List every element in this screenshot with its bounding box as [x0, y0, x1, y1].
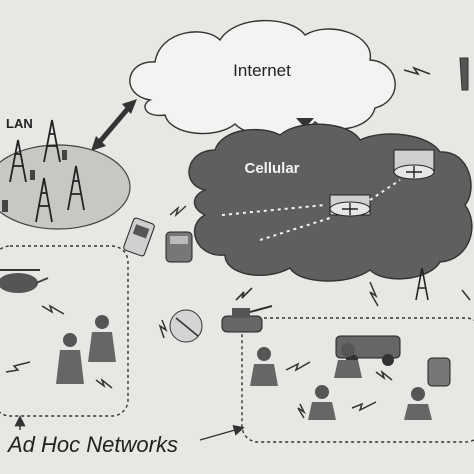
- satellite-dish-icon: [169, 309, 203, 343]
- adhoc-network-left: [0, 245, 129, 417]
- soldier-icon: [308, 385, 336, 420]
- soldier-icon: [56, 333, 84, 384]
- wireless-link-internet: [403, 66, 431, 76]
- cellular-cloud: Cellular: [188, 123, 473, 282]
- tower-icon: [67, 165, 85, 211]
- helicopter-icon: [0, 269, 49, 293]
- internet-cloud: Internet: [129, 19, 396, 137]
- wlan-label: LAN: [6, 116, 33, 131]
- tank-icon: [221, 305, 273, 333]
- base-station-icon: [329, 194, 371, 217]
- internet-label: Internet: [233, 61, 291, 80]
- antenna-tower-icon: [415, 267, 429, 301]
- adhoc-networks-label: Ad Hoc Networks: [6, 432, 178, 457]
- pager-icon: [165, 231, 193, 263]
- tower-icon: [43, 119, 61, 163]
- wlan-area: LAN: [0, 116, 131, 230]
- internet-wlan-link: [95, 103, 133, 147]
- soldier-icon: [334, 343, 362, 378]
- phone-icon: [123, 217, 155, 257]
- pager-icon: [427, 357, 451, 387]
- cellular-label: Cellular: [244, 160, 299, 177]
- base-station-icon: [393, 149, 435, 180]
- adhoc-network-right: [221, 305, 474, 443]
- soldier-icon: [404, 387, 432, 420]
- soldier-icon: [250, 347, 278, 386]
- antenna-device-icon: [459, 57, 469, 91]
- tower-icon: [35, 177, 53, 223]
- soldier-icon: [88, 315, 116, 362]
- tower-icon: [9, 139, 27, 183]
